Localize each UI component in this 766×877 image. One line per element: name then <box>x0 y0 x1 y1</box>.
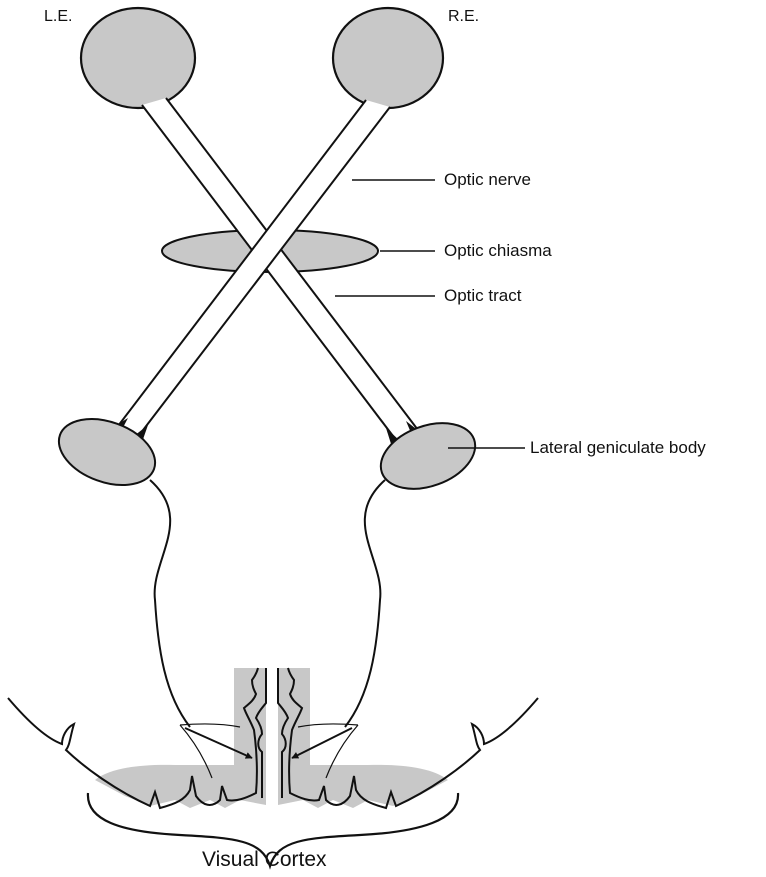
left-eye-nerve-edge-outer <box>142 105 396 440</box>
optic-chiasma-label: Optic chiasma <box>444 241 552 261</box>
left-eye-nerve-tract <box>142 98 418 440</box>
visual-cortex-label: Visual Cortex <box>202 848 327 872</box>
optic-tract-label: Optic tract <box>444 286 521 306</box>
left-eye-label: L.E. <box>44 7 72 27</box>
right-eye-label: R.E. <box>448 7 479 27</box>
lateral-geniculate-body-label: Lateral geniculate body <box>530 438 706 458</box>
left-optic-radiation <box>150 480 190 727</box>
right-optic-radiation <box>345 480 385 727</box>
left-cortex-gray <box>95 668 266 808</box>
right-eye-nerve-tract <box>115 100 390 438</box>
right-eye-nerve-edge-inner <box>137 107 390 438</box>
right-eye <box>333 8 443 108</box>
left-eye <box>81 8 195 108</box>
optic-nerve-label: Optic nerve <box>444 170 531 190</box>
right-cortex-gray <box>278 668 448 808</box>
